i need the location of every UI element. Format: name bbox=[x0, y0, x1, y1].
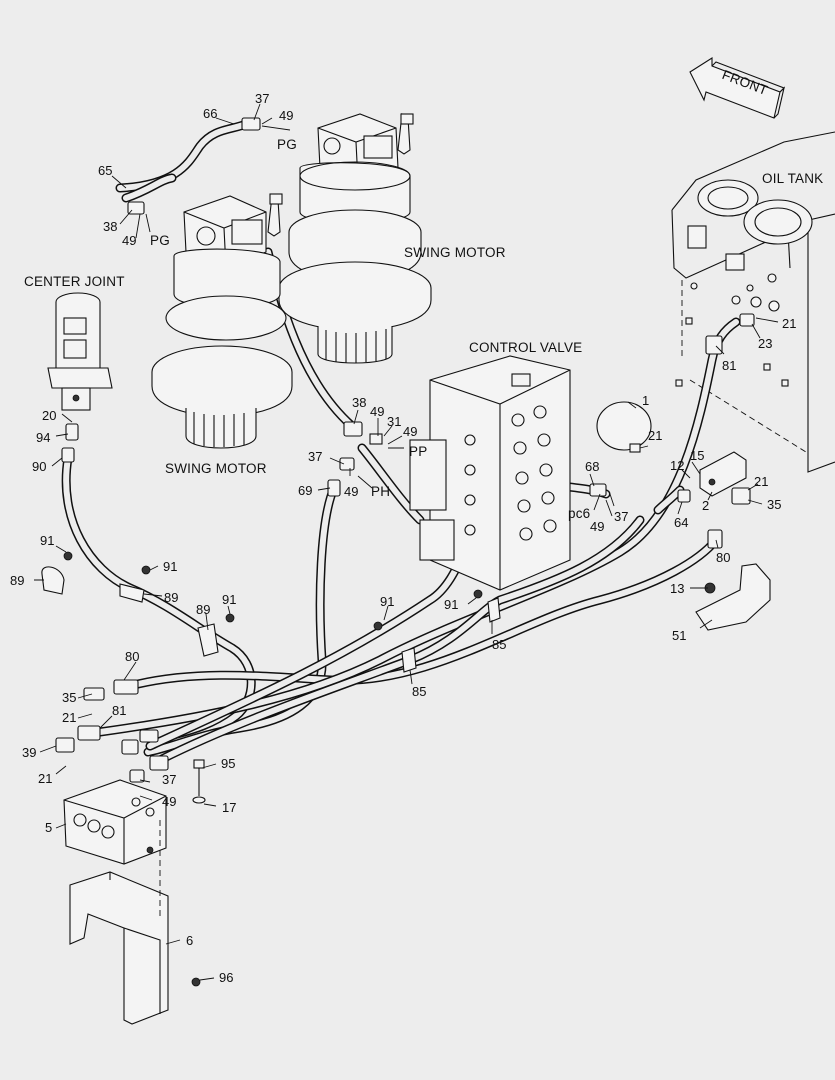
callout-91: 91 bbox=[380, 594, 394, 609]
callout-15: 15 bbox=[690, 448, 704, 463]
control-valve-label: CONTROL VALVE bbox=[469, 340, 582, 355]
callout-85: 85 bbox=[492, 637, 506, 652]
callout-49: 49 bbox=[403, 424, 417, 439]
callout-49: 49 bbox=[162, 794, 176, 809]
bracket-51 bbox=[695, 563, 771, 631]
bracket-6 bbox=[69, 820, 201, 1025]
callout-49: 49 bbox=[344, 484, 358, 499]
callout-89: 89 bbox=[164, 590, 178, 605]
callout-80: 80 bbox=[716, 550, 730, 565]
callout-21: 21 bbox=[754, 474, 768, 489]
callout-37: 37 bbox=[162, 772, 176, 787]
callout-17: 17 bbox=[222, 800, 236, 815]
callout-37: 37 bbox=[308, 449, 322, 464]
leader-lines bbox=[34, 103, 779, 981]
port-pp: PP bbox=[409, 444, 427, 459]
swing-motor-left bbox=[151, 193, 293, 449]
callout-91: 91 bbox=[222, 592, 236, 607]
callout-49: 49 bbox=[590, 519, 604, 534]
callout-85: 85 bbox=[412, 684, 426, 699]
bolt-95 bbox=[192, 759, 206, 804]
front-arrow-icon bbox=[689, 56, 785, 119]
callout-51: 51 bbox=[672, 628, 686, 643]
callout-94: 94 bbox=[36, 430, 50, 445]
callout-2: 2 bbox=[702, 498, 709, 513]
callout-65: 65 bbox=[98, 163, 112, 178]
callout-64: 64 bbox=[674, 515, 688, 530]
callout-96: 96 bbox=[219, 970, 233, 985]
callout-66: 66 bbox=[203, 106, 217, 121]
port-pg-left: PG bbox=[150, 233, 170, 248]
swing-motor-right-label: SWING MOTOR bbox=[404, 245, 506, 260]
accumulator bbox=[596, 401, 652, 453]
callout-6: 6 bbox=[186, 933, 193, 948]
callout-21: 21 bbox=[648, 428, 662, 443]
swing-motor-left-label: SWING MOTOR bbox=[165, 461, 267, 476]
port-ph: PH bbox=[371, 484, 390, 499]
callout-1: 1 bbox=[642, 393, 649, 408]
callout-89: 89 bbox=[196, 602, 210, 617]
callout-91: 91 bbox=[40, 533, 54, 548]
callout-37: 37 bbox=[614, 509, 628, 524]
port-pg-top: PG bbox=[277, 137, 297, 152]
callout-5: 5 bbox=[45, 820, 52, 835]
callout-39: 39 bbox=[22, 745, 36, 760]
fittings bbox=[55, 117, 755, 783]
valve-block-5 bbox=[63, 779, 167, 865]
callout-13: 13 bbox=[670, 581, 684, 596]
callouts: 66 37 49 65 38 49 20 94 90 38 49 31 49 3… bbox=[10, 91, 796, 985]
callout-38: 38 bbox=[103, 219, 117, 234]
oil-tank bbox=[671, 131, 835, 473]
block-15 bbox=[699, 451, 747, 497]
center-joint-label: CENTER JOINT bbox=[24, 274, 125, 289]
callout-89: 89 bbox=[10, 573, 24, 588]
callout-49: 49 bbox=[279, 108, 293, 123]
callout-69: 69 bbox=[298, 483, 312, 498]
callout-81: 81 bbox=[722, 358, 736, 373]
callout-91: 91 bbox=[163, 559, 177, 574]
callout-23: 23 bbox=[758, 336, 772, 351]
swing-motor-right bbox=[278, 113, 432, 364]
callout-95: 95 bbox=[221, 756, 235, 771]
callout-37: 37 bbox=[255, 91, 269, 106]
callout-68: 68 bbox=[585, 459, 599, 474]
callout-90: 90 bbox=[32, 459, 46, 474]
callout-12: 12 bbox=[670, 458, 684, 473]
center-joint bbox=[47, 292, 113, 411]
callout-35: 35 bbox=[62, 690, 76, 705]
oil-tank-label: OIL TANK bbox=[762, 171, 823, 186]
callout-21: 21 bbox=[62, 710, 76, 725]
callout-35: 35 bbox=[767, 497, 781, 512]
callout-31: 31 bbox=[387, 414, 401, 429]
callout-80: 80 bbox=[125, 649, 139, 664]
hoses bbox=[61, 119, 741, 765]
callout-20: 20 bbox=[42, 408, 56, 423]
callout-21: 21 bbox=[38, 771, 52, 786]
callout-49: 49 bbox=[122, 233, 136, 248]
control-valve bbox=[409, 355, 571, 591]
callout-49: 49 bbox=[370, 404, 384, 419]
callout-38: 38 bbox=[352, 395, 366, 410]
callout-21: 21 bbox=[782, 316, 796, 331]
callout-81: 81 bbox=[112, 703, 126, 718]
port-pc6: pc6 bbox=[568, 506, 590, 521]
callout-91: 91 bbox=[444, 597, 458, 612]
